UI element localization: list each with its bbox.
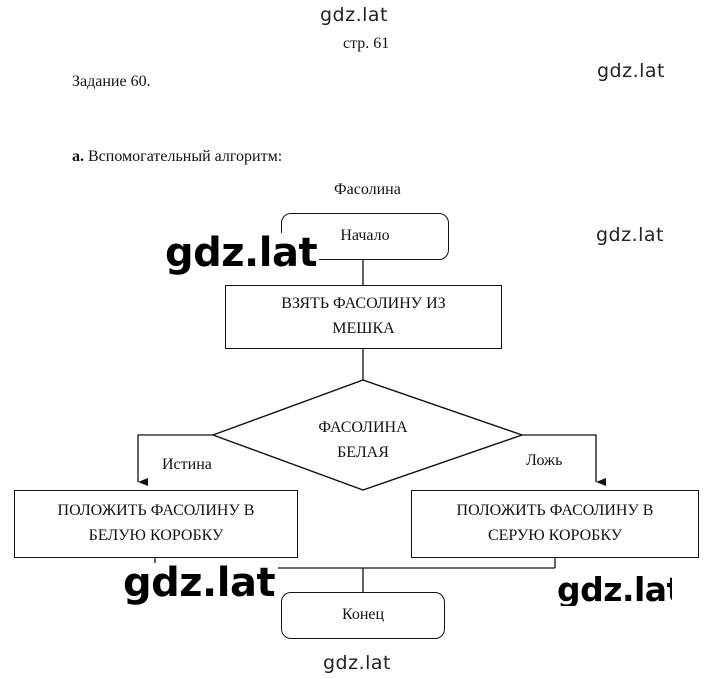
take-bean-process: ВЗЯТЬ ФАСОЛИНУ ИЗ МЕШКА <box>225 285 502 349</box>
no-action-line-1: ПОЛОЖИТЬ ФАСОЛИНУ В <box>456 502 654 520</box>
condition-line-2: БЕЛАЯ <box>337 443 389 461</box>
end-label: Конец <box>341 606 385 624</box>
part-letter: а. <box>72 148 84 165</box>
watermark-big-1: gdz.lat <box>163 230 320 276</box>
start-terminal: Начало <box>281 213 449 260</box>
condition-diamond <box>210 379 525 491</box>
yes-label: Истина <box>162 456 212 473</box>
gray-box-action: ПОЛОЖИТЬ ФАСОЛИНУ В СЕРУЮ КОРОБКУ <box>411 490 699 558</box>
take-line-2: МЕШКА <box>332 320 395 337</box>
connector-no-branch <box>522 434 606 486</box>
watermark-big-3: gdz.latl <box>556 573 672 606</box>
watermark-big-2: gdz.lat <box>120 563 279 603</box>
end-terminal: Конец <box>281 592 445 639</box>
no-action-line-2: СЕРУЮ КОРОБКУ <box>487 527 623 544</box>
page-label: стр. 61 <box>343 35 390 52</box>
watermark-bottom: gdz.lat <box>323 652 392 674</box>
condition-text: ФАСОЛИНА БЕЛАЯ <box>313 416 413 466</box>
watermark-top: gdz.lat <box>320 4 389 26</box>
watermark-right-top: gdz.lat <box>597 60 666 82</box>
algorithm-name: Фасолина <box>334 181 401 198</box>
task-title: Задание 60. <box>72 73 151 90</box>
part-text: Вспомогательный алгоритм: <box>88 148 283 165</box>
take-line-1: ВЗЯТЬ ФАСОЛИНУ ИЗ <box>281 295 446 313</box>
start-label: Начало <box>340 227 390 245</box>
condition-line-1: ФАСОЛИНА <box>318 419 408 436</box>
part-heading: а. Вспомогательный алгоритм: <box>72 148 282 166</box>
yes-action-line-1: ПОЛОЖИТЬ ФАСОЛИНУ В <box>57 502 255 520</box>
watermark-right-mid: gdz.lat <box>596 224 665 246</box>
white-box-action: ПОЛОЖИТЬ ФАСОЛИНУ В БЕЛУЮ КОРОБКУ <box>14 490 298 558</box>
no-label: Ложь <box>526 452 563 469</box>
connector-yes-branch <box>137 434 213 486</box>
yes-action-line-2: БЕЛУЮ КОРОБКУ <box>88 527 224 544</box>
